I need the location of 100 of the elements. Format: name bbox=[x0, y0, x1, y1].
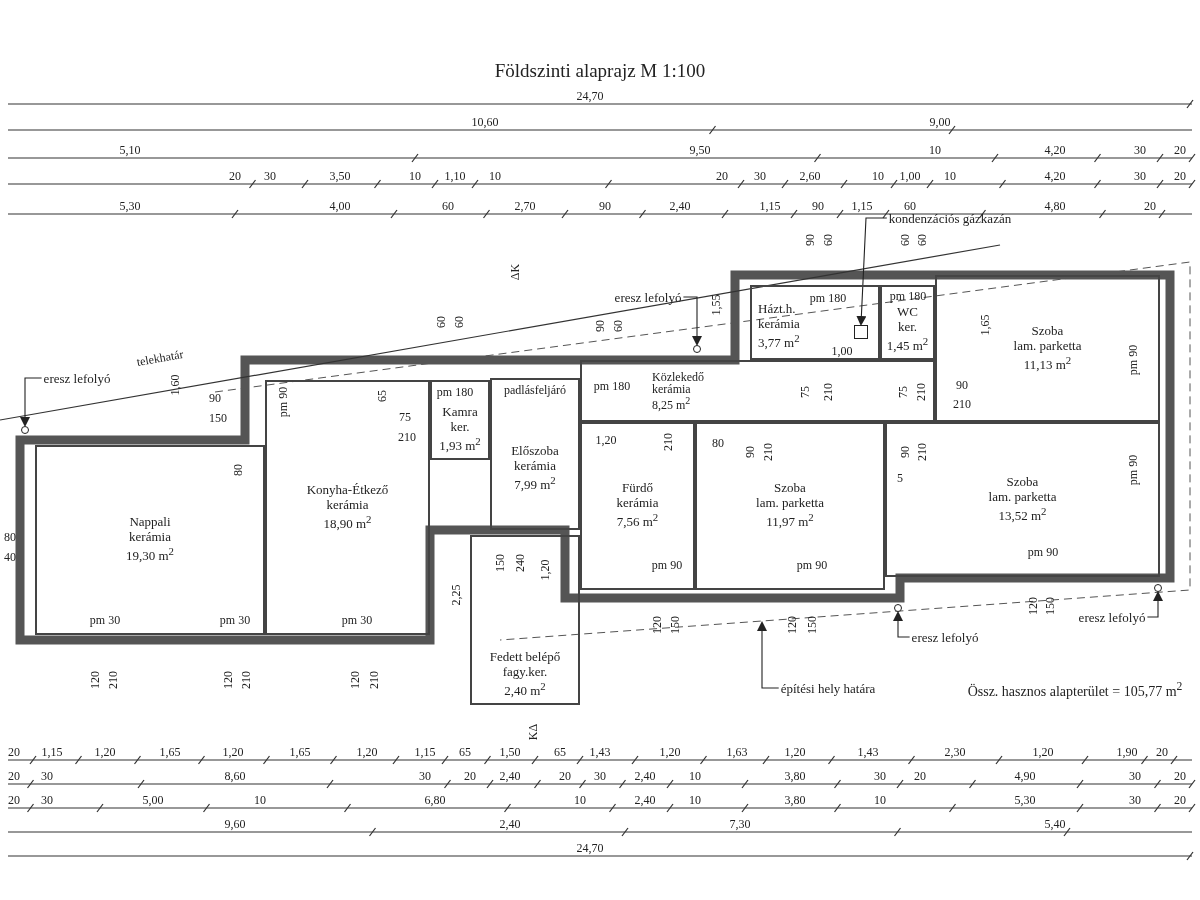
dimension-value: 1,10 bbox=[444, 170, 466, 182]
room-area: 7,99 m$^{2}$ bbox=[514, 474, 556, 494]
dimension-value: 1,15 bbox=[851, 200, 873, 212]
room-area: 7,56 m$^{2}$ bbox=[616, 511, 659, 531]
room-outline bbox=[35, 445, 265, 635]
dimension-value: 1,20 bbox=[222, 746, 244, 758]
dimension-value: 150 bbox=[669, 616, 681, 634]
dimension-value: 210 bbox=[822, 383, 834, 401]
dimension-value: 5,40 bbox=[1044, 818, 1066, 830]
dimension-value: pm 180 bbox=[889, 290, 927, 302]
floor-finish: fagy.ker. bbox=[502, 664, 548, 680]
dimension-value: 20 bbox=[559, 770, 571, 782]
dimension-value: 3,80 bbox=[784, 794, 806, 806]
dimension-value: pm 90 bbox=[651, 559, 683, 571]
dimension-value: 120 bbox=[89, 671, 101, 689]
dimension-value: 80 bbox=[712, 437, 724, 449]
dimension-value: 10 bbox=[489, 170, 501, 182]
dimension-value: 20 bbox=[914, 770, 926, 782]
room-name: Kamra bbox=[442, 404, 478, 420]
callout-text: eresz lefolyó bbox=[614, 290, 682, 304]
floor-finish: kerámia bbox=[129, 530, 171, 546]
dimension-value: 10 bbox=[872, 170, 884, 182]
dimension-value: 40 bbox=[4, 551, 16, 563]
dimension-value: 1,43 bbox=[857, 746, 879, 758]
dimension-value: 1,15 bbox=[759, 200, 781, 212]
room-name: Szoba bbox=[1006, 474, 1039, 490]
dimension-value: 210 bbox=[915, 383, 927, 401]
boiler-icon bbox=[854, 325, 868, 339]
dimension-value: 210 bbox=[240, 671, 252, 689]
callout-text: eresz lefolyó bbox=[43, 371, 111, 385]
floor-finish: kerámia bbox=[616, 496, 659, 512]
dimension-value: 2,30 bbox=[944, 746, 966, 758]
dimension-value: 20 bbox=[1144, 200, 1156, 212]
dimension-value: 20 bbox=[1174, 794, 1186, 806]
room-name: Fürdő bbox=[621, 481, 654, 497]
area-total: Össz. hasznos alapterület = 105,77 m$^{2}$ bbox=[967, 681, 1183, 699]
room-area: 1,45 m$^{2}$ bbox=[886, 334, 929, 354]
dimension-value: pm 90 bbox=[1127, 344, 1139, 376]
dimension-value: 9,60 bbox=[224, 818, 246, 830]
dimension-value: 65 bbox=[459, 746, 471, 758]
dimension-value: pm 180 bbox=[809, 292, 847, 304]
dimension-value: 210 bbox=[662, 433, 674, 451]
dimension-value: 5 bbox=[897, 472, 903, 484]
dimension-value: 9,50 bbox=[689, 144, 711, 156]
dimension-value: 120 bbox=[222, 671, 234, 689]
dimension-value: 150 bbox=[209, 412, 227, 424]
dimension-value: 1,20 bbox=[595, 434, 617, 446]
dimension-value: 30 bbox=[1129, 794, 1141, 806]
dimension-value: 30 bbox=[1129, 770, 1141, 782]
dimension-value: 9,00 bbox=[929, 116, 951, 128]
dimension-value: 30 bbox=[1134, 144, 1146, 156]
dimension-value: 80 bbox=[232, 464, 244, 476]
dimension-value: 6,80 bbox=[424, 794, 446, 806]
room-area: 11,13 m$^{2}$ bbox=[1023, 353, 1072, 374]
room-name: Fedett belépő bbox=[489, 649, 561, 665]
dimension-value: 5,10 bbox=[119, 144, 141, 156]
dimension-value: 2,40 bbox=[669, 200, 691, 212]
dimension-value: 20 bbox=[1174, 170, 1186, 182]
dimension-value: 20 bbox=[8, 794, 20, 806]
dimension-value: 1,50 bbox=[499, 746, 521, 758]
room-area: 3,77 m$^{2}$ bbox=[758, 331, 800, 352]
room-outline bbox=[490, 378, 580, 530]
dimension-value: pm 90 bbox=[796, 559, 828, 571]
leader-line bbox=[20, 377, 43, 427]
dimension-value: 210 bbox=[953, 398, 971, 410]
dimension-value: 60 bbox=[442, 200, 454, 212]
section-mark: KΔ bbox=[527, 723, 539, 741]
dimension-value: 90 bbox=[599, 200, 611, 212]
dimension-value: 90 bbox=[744, 446, 756, 458]
dimension-value: 60 bbox=[435, 316, 447, 328]
dimension-value: 30 bbox=[264, 170, 276, 182]
callout-text: kondenzációs gázkazán bbox=[888, 211, 1012, 225]
downspout-icon bbox=[693, 345, 701, 353]
dimension-value: 1,00 bbox=[899, 170, 921, 182]
leader-line bbox=[856, 217, 888, 326]
room-area: 13,52 m$^{2}$ bbox=[998, 504, 1047, 525]
room-outline bbox=[470, 535, 580, 705]
dimension-value: 1,15 bbox=[414, 746, 436, 758]
dimension-value: 240 bbox=[514, 554, 526, 572]
room-name: Előszoba bbox=[511, 444, 559, 460]
room-outline bbox=[430, 380, 490, 460]
dimension-value: 20 bbox=[8, 770, 20, 782]
dimension-value: 2,70 bbox=[514, 200, 536, 212]
room-name: Szoba bbox=[774, 481, 806, 497]
dimension-value: pm 180 bbox=[436, 386, 474, 398]
dimension-value: 10 bbox=[254, 794, 266, 806]
room-outline bbox=[880, 285, 935, 360]
dimension-value: 210 bbox=[368, 671, 380, 689]
dimension-value: 30 bbox=[41, 770, 53, 782]
dimension-value: 60 bbox=[904, 200, 916, 212]
floor-finish: lam. parketta bbox=[1013, 338, 1082, 354]
callout-text: eresz lefolyó bbox=[911, 630, 979, 644]
leader-line bbox=[1146, 591, 1163, 618]
room-name: Szoba bbox=[1031, 323, 1064, 339]
dimension-value: 150 bbox=[1044, 597, 1056, 615]
room-area: 11,97 m$^{2}$ bbox=[766, 511, 814, 531]
dimension-value: 1,63 bbox=[726, 746, 748, 758]
dimension-value: 90 bbox=[804, 234, 816, 246]
dimension-value: 10,60 bbox=[471, 116, 499, 128]
dimension-value: 7,30 bbox=[729, 818, 751, 830]
